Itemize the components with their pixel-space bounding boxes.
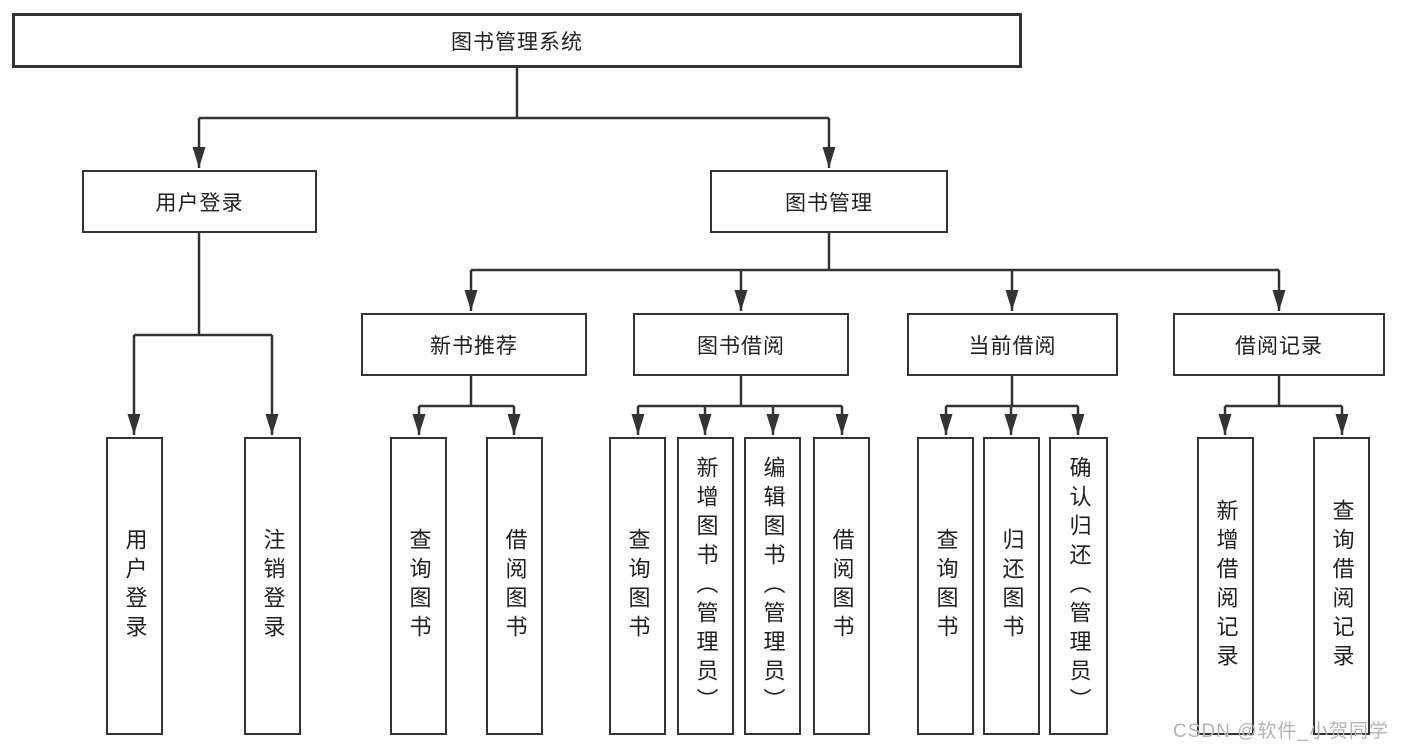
leaf-label: 查询图书: [406, 528, 432, 644]
leaf-logout: 注销登录: [244, 437, 301, 735]
node-label: 图书借阅: [697, 334, 785, 358]
node-book-borrowing: 图书借阅: [633, 313, 849, 376]
leaf-query-books-current: 查询图书: [917, 437, 974, 735]
leaf-label: 注销登录: [260, 528, 286, 644]
leaf-label: 新增图书（管理员）: [693, 455, 719, 717]
node-borrowing-records: 借阅记录: [1173, 313, 1385, 376]
leaf-add-borrow-record: 新增借阅记录: [1197, 437, 1254, 735]
leaf-user-login: 用户登录: [106, 437, 163, 735]
node-label: 图书管理: [785, 191, 873, 215]
node-label: 借阅记录: [1235, 334, 1323, 358]
leaf-edit-books-admin: 编辑图书（管理员）: [744, 437, 801, 735]
leaf-label: 编辑图书（管理员）: [760, 455, 786, 717]
node-new-book-recommendation: 新书推荐: [361, 313, 587, 376]
leaf-label: 查询图书: [933, 528, 959, 644]
leaf-label: 归还图书: [999, 528, 1025, 644]
leaf-label: 确认归还（管理员）: [1066, 455, 1092, 717]
leaf-label: 借阅图书: [502, 528, 528, 644]
leaf-query-books-borrowing: 查询图书: [609, 437, 666, 735]
leaf-add-books-admin: 新增图书（管理员）: [677, 437, 734, 735]
node-label: 新书推荐: [430, 334, 518, 358]
leaf-label: 借阅图书: [829, 528, 855, 644]
csdn-watermark: CSDN @软件_小贺同学: [1173, 721, 1389, 742]
leaf-borrow-books: 借阅图书: [813, 437, 870, 735]
node-label: 用户登录: [155, 191, 244, 215]
leaf-label: 查询图书: [625, 528, 651, 644]
leaf-confirm-return-admin: 确认归还（管理员）: [1049, 437, 1108, 735]
node-library-management-system: 图书管理系统: [12, 13, 1022, 68]
leaf-borrow-books-recommend: 借阅图书: [486, 437, 543, 735]
leaf-label: 查询借阅记录: [1329, 499, 1355, 673]
leaf-label: 用户登录: [122, 528, 148, 644]
node-current-borrowing: 当前借阅: [907, 313, 1118, 376]
node-book-management: 图书管理: [710, 170, 948, 233]
leaf-return-books: 归还图书: [983, 437, 1040, 735]
node-label: 当前借阅: [968, 334, 1057, 358]
node-label: 图书管理系统: [451, 30, 583, 54]
leaf-query-books-recommend: 查询图书: [390, 437, 447, 735]
node-user-login: 用户登录: [82, 170, 317, 233]
leaf-label: 新增借阅记录: [1213, 499, 1239, 673]
leaf-query-borrow-record: 查询借阅记录: [1313, 437, 1370, 735]
